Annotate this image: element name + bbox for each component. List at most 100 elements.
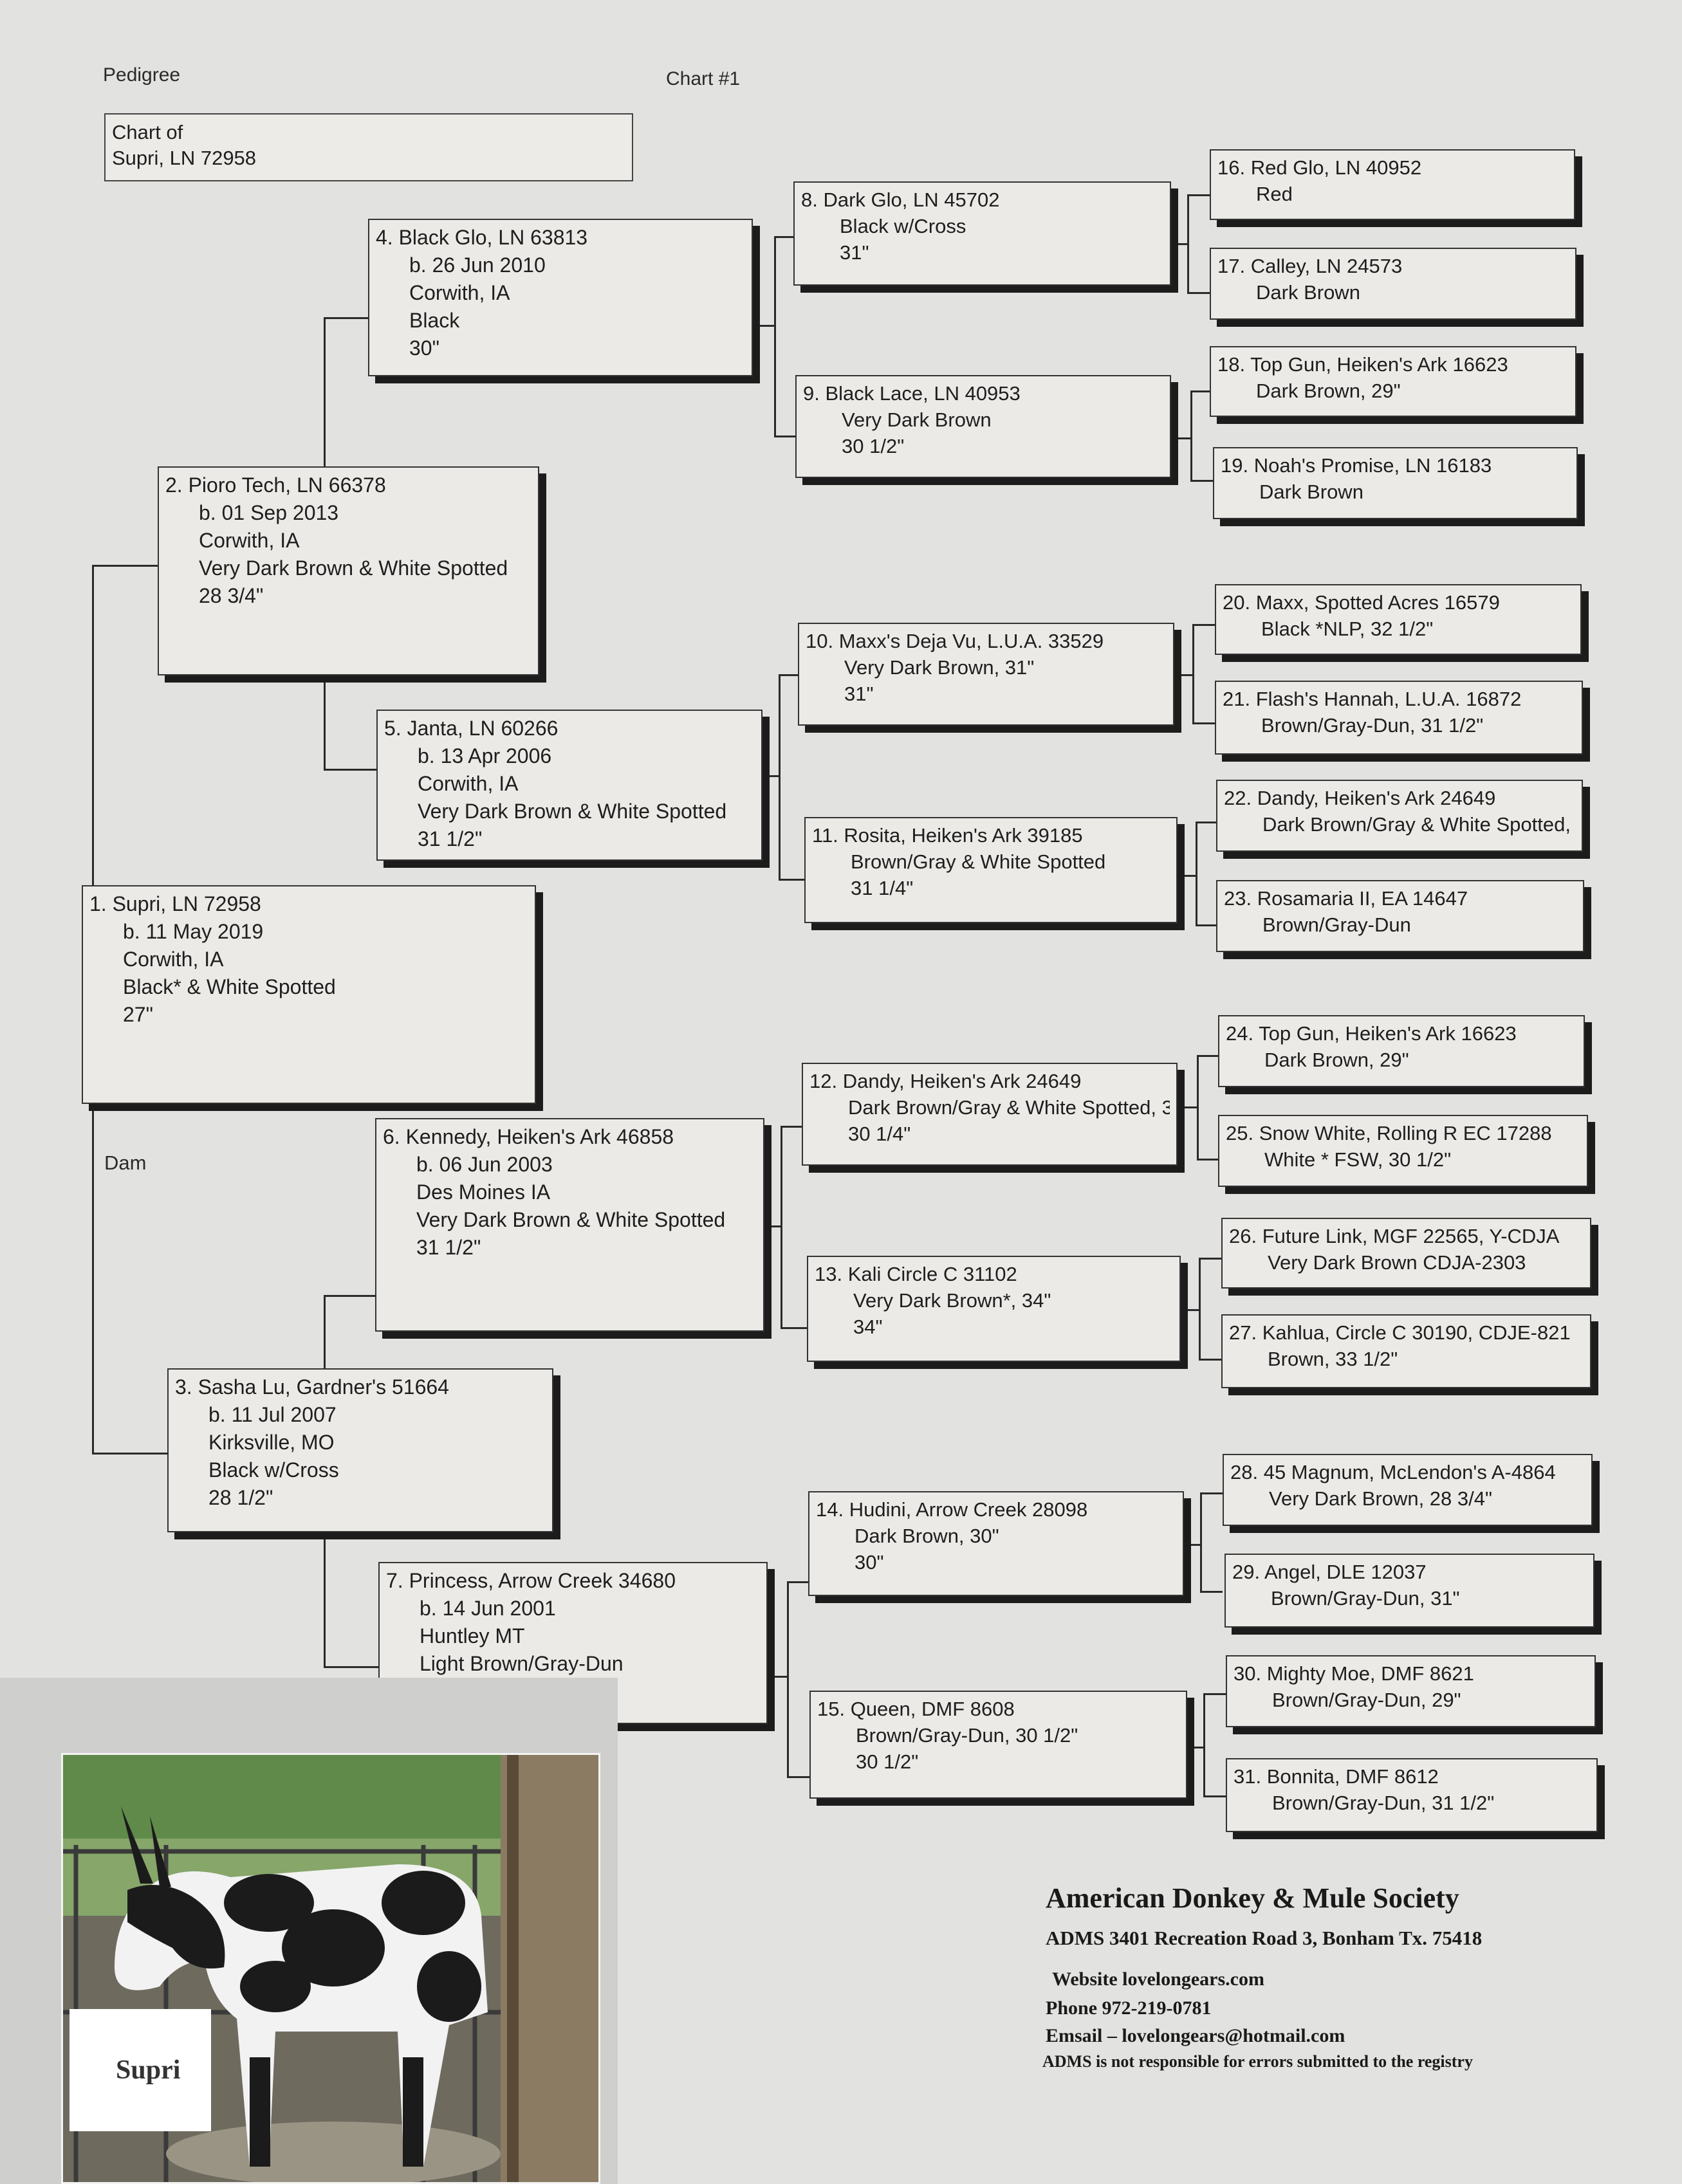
dam-label: Dam — [104, 1152, 147, 1174]
animal-height: 30" — [409, 336, 439, 360]
animal-color: Very Dark Brown & White Spotted — [416, 1208, 726, 1231]
animal-name: 28. 45 Magnum, McLendon's A-4864 — [1230, 1461, 1556, 1483]
animal-detail: Dark Brown, 29" — [1264, 1049, 1409, 1071]
animal-color: Very Dark Brown, 31" — [844, 656, 1035, 679]
animal-height: 31" — [844, 683, 874, 705]
animal-detail: Black *NLP, 32 1/2" — [1261, 618, 1434, 640]
animal-detail: Very Dark Brown CDJA-2303 — [1268, 1251, 1526, 1274]
animal-birth: b. 11 May 2019 — [123, 920, 264, 943]
society-website: Website lovelongears.com — [1052, 1968, 1264, 1990]
animal-name: 21. Flash's Hannah, L.U.A. 16872 — [1223, 688, 1522, 710]
animal-name: 1. Supri, LN 72958 — [89, 892, 261, 915]
society-name: American Donkey & Mule Society — [1046, 1882, 1459, 1914]
pedigree-box-21: 21. Flash's Hannah, L.U.A. 16872 Brown/G… — [1215, 681, 1583, 755]
society-address: ADMS 3401 Recreation Road 3, Bonham Tx. … — [1046, 1927, 1483, 1949]
animal-name: 24. Top Gun, Heiken's Ark 16623 — [1226, 1022, 1517, 1045]
animal-color: Very Dark Brown & White Spotted — [199, 556, 508, 580]
animal-color: Light Brown/Gray-Dun — [420, 1652, 624, 1675]
animal-name: 16. Red Glo, LN 40952 — [1217, 156, 1422, 179]
pedigree-box-4: 4. Black Glo, LN 63813 b. 26 Jun 2010 Co… — [368, 219, 753, 376]
pedigree-box-12: 12. Dandy, Heiken's Ark 24649 Dark Brown… — [802, 1063, 1178, 1166]
pedigree-box-3-dam: 3. Sasha Lu, Gardner's 51664 b. 11 Jul 2… — [167, 1368, 553, 1532]
animal-name: 4. Black Glo, LN 63813 — [376, 226, 588, 249]
animal-height: 31 1/4" — [851, 877, 914, 899]
animal-detail: Very Dark Brown, 28 3/4" — [1269, 1487, 1492, 1510]
pedigree-box-29: 29. Angel, DLE 12037 Brown/Gray-Dun, 31" — [1225, 1554, 1594, 1628]
animal-name: 11. Rosita, Heiken's Ark 39185 — [812, 824, 1083, 847]
animal-birth: b. 11 Jul 2007 — [208, 1403, 337, 1426]
photo-caption: Supri — [69, 2009, 211, 2131]
chart-of-subject: Supri, LN 72958 — [112, 147, 257, 169]
animal-name: 7. Princess, Arrow Creek 34680 — [386, 1569, 676, 1592]
pedigree-box-23: 23. Rosamaria II, EA 14647 Brown/Gray-Du… — [1216, 880, 1584, 952]
animal-name: 14. Hudini, Arrow Creek 28098 — [816, 1498, 1088, 1521]
pedigree-box-16: 16. Red Glo, LN 40952 Red — [1210, 149, 1575, 220]
animal-name: 31. Bonnita, DMF 8612 — [1234, 1765, 1439, 1788]
pedigree-box-6: 6. Kennedy, Heiken's Ark 46858 b. 06 Jun… — [375, 1118, 764, 1332]
animal-color: Very Dark Brown & White Spotted — [418, 800, 727, 823]
animal-detail: Brown/Gray-Dun — [1262, 913, 1411, 936]
animal-name: 9. Black Lace, LN 40953 — [803, 382, 1021, 405]
pedigree-box-14: 14. Hudini, Arrow Creek 28098 Dark Brown… — [808, 1491, 1184, 1596]
animal-detail: Brown/Gray-Dun, 29" — [1272, 1689, 1461, 1711]
animal-name: 8. Dark Glo, LN 45702 — [801, 188, 1000, 211]
animal-height: 27" — [123, 1003, 153, 1026]
chart-of-label: Chart of — [112, 121, 183, 143]
animal-detail: White * FSW, 30 1/2" — [1264, 1148, 1452, 1171]
animal-name: 2. Pioro Tech, LN 66378 — [165, 473, 386, 497]
animal-birth: b. 14 Jun 2001 — [420, 1597, 556, 1620]
animal-name: 20. Maxx, Spotted Acres 16579 — [1223, 591, 1500, 614]
society-email: Emsail – lovelongears@hotmail.com — [1046, 2025, 1345, 2046]
animal-name: 6. Kennedy, Heiken's Ark 46858 — [383, 1125, 674, 1148]
animal-height: 28 1/2" — [208, 1486, 273, 1509]
animal-name: 12. Dandy, Heiken's Ark 24649 — [809, 1070, 1082, 1092]
animal-birth: b. 01 Sep 2013 — [199, 501, 339, 524]
animal-name: 30. Mighty Moe, DMF 8621 — [1234, 1662, 1474, 1685]
pedigree-box-31: 31. Bonnita, DMF 8612 Brown/Gray-Dun, 31… — [1226, 1758, 1598, 1832]
donkey-photo: Supri — [61, 1753, 600, 2184]
animal-name: 3. Sasha Lu, Gardner's 51664 — [175, 1375, 449, 1399]
animal-height: 34" — [853, 1316, 883, 1338]
pedigree-box-22: 22. Dandy, Heiken's Ark 24649 Dark Brown… — [1216, 780, 1583, 852]
animal-height: 28 3/4" — [199, 584, 264, 607]
animal-detail: Dark Brown/Gray & White Spotted, — [1262, 813, 1571, 836]
animal-name: 15. Queen, DMF 8608 — [817, 1698, 1015, 1720]
animal-detail: Dark Brown — [1259, 481, 1363, 503]
animal-name: 29. Angel, DLE 12037 — [1232, 1561, 1427, 1583]
pedigree-box-26: 26. Future Link, MGF 22565, Y-CDJA Very … — [1221, 1218, 1591, 1289]
animal-detail: Dark Brown, 29" — [1256, 380, 1401, 402]
animal-height: 31 1/2" — [418, 827, 483, 850]
animal-color: Brown/Gray & White Spotted — [851, 850, 1106, 873]
animal-color: Dark Brown/Gray & White Spotted, 30 — [848, 1096, 1170, 1119]
animal-name: 18. Top Gun, Heiken's Ark 16623 — [1217, 353, 1508, 376]
pedigree-box-30: 30. Mighty Moe, DMF 8621 Brown/Gray-Dun,… — [1226, 1655, 1596, 1727]
animal-color: Black w/Cross — [208, 1458, 339, 1482]
animal-height: 30 1/2" — [856, 1750, 919, 1773]
society-disclaimer: ADMS is not responsible for errors submi… — [1042, 2052, 1473, 2071]
animal-name: 10. Maxx's Deja Vu, L.U.A. 33529 — [806, 630, 1104, 652]
animal-detail: Dark Brown — [1256, 281, 1360, 304]
animal-name: 25. Snow White, Rolling R EC 17288 — [1226, 1122, 1552, 1144]
animal-color: Black w/Cross — [840, 215, 966, 237]
pedigree-box-17: 17. Calley, LN 24573 Dark Brown — [1210, 248, 1576, 320]
pedigree-box-15: 15. Queen, DMF 8608 Brown/Gray-Dun, 30 1… — [809, 1691, 1187, 1799]
pedigree-box-13: 13. Kali Circle C 31102 Very Dark Brown*… — [807, 1256, 1181, 1362]
pedigree-box-9: 9. Black Lace, LN 40953 Very Dark Brown … — [795, 375, 1171, 478]
animal-birth: b. 26 Jun 2010 — [409, 253, 546, 277]
animal-color: Black* & White Spotted — [123, 975, 336, 998]
pedigree-box-11: 11. Rosita, Heiken's Ark 39185 Brown/Gra… — [804, 817, 1178, 923]
animal-height: 31 1/2" — [416, 1236, 481, 1259]
animal-name: 13. Kali Circle C 31102 — [815, 1263, 1017, 1285]
animal-detail: Brown, 33 1/2" — [1268, 1348, 1398, 1370]
animal-name: 23. Rosamaria II, EA 14647 — [1224, 887, 1468, 910]
animal-place: Corwith, IA — [199, 529, 300, 552]
pedigree-box-8: 8. Dark Glo, LN 45702 Black w/Cross 31" — [793, 181, 1171, 286]
animal-name: 22. Dandy, Heiken's Ark 24649 — [1224, 787, 1496, 809]
animal-birth: b. 13 Apr 2006 — [418, 744, 552, 767]
page-header-chart-number: Chart #1 — [666, 68, 741, 89]
pedigree-box-25: 25. Snow White, Rolling R EC 17288 White… — [1218, 1115, 1588, 1187]
animal-place: Corwith, IA — [418, 772, 519, 795]
animal-birth: b. 06 Jun 2003 — [416, 1153, 553, 1176]
animal-height: 30 1/2" — [842, 435, 905, 457]
pedigree-box-19: 19. Noah's Promise, LN 16183 Dark Brown — [1213, 447, 1578, 519]
